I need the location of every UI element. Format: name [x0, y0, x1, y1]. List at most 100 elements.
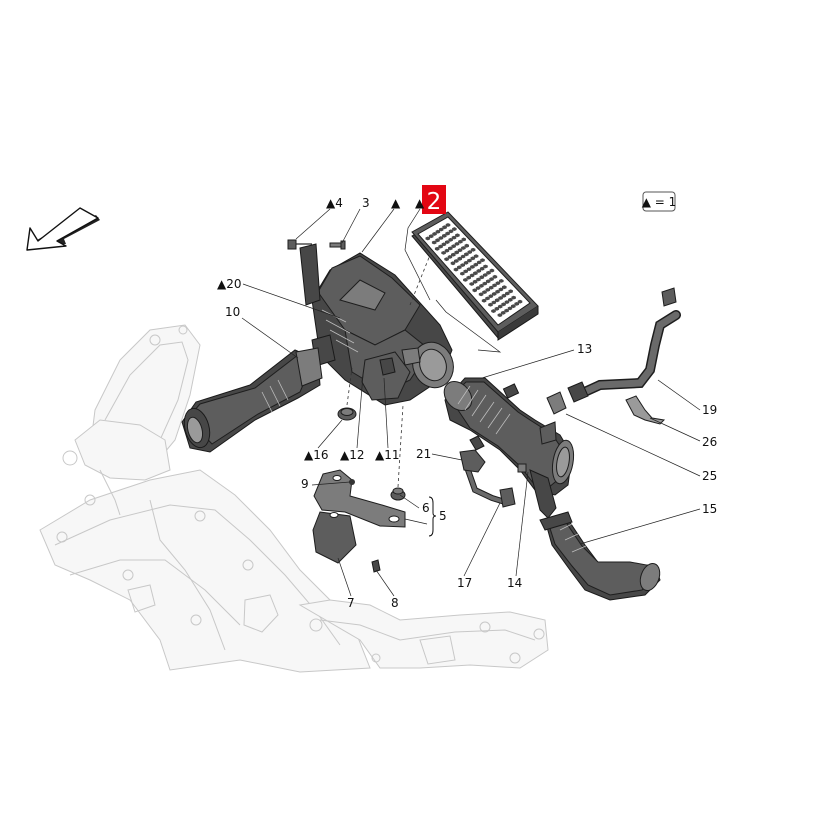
label-11: ▲11: [375, 448, 400, 462]
label-15: 15: [702, 502, 717, 516]
filter-cell: [439, 227, 444, 232]
ghost-vehicle-structure: [39, 324, 549, 673]
highlight-badge-box: [422, 185, 446, 214]
filter-cell: [460, 271, 465, 276]
filter-cell: [485, 279, 491, 284]
filter-cell: [482, 290, 487, 294]
filter-cell: [494, 306, 500, 311]
filter-cell: [432, 232, 437, 236]
filter-cell: [517, 299, 523, 304]
filter-cell: [448, 246, 453, 251]
filter-cell: [458, 239, 463, 244]
filter-cell: [498, 296, 503, 300]
filter-cell: [464, 252, 469, 257]
filter-cell: [483, 264, 488, 269]
filter-cell: [457, 248, 463, 253]
label-7: 7: [347, 596, 355, 610]
legend: ▲ = 1: [642, 191, 677, 212]
filter-cell: [508, 289, 513, 294]
filter-cell: [498, 287, 504, 292]
label-21: 21: [416, 447, 431, 461]
filter-cell: [488, 294, 494, 299]
breather-hose: [459, 435, 516, 508]
filter-cell: [442, 233, 447, 238]
label-5: 5: [439, 509, 447, 523]
label-8: 8: [391, 596, 399, 610]
filter-cell: [435, 229, 441, 234]
filter-cell: [489, 268, 495, 273]
filter-cell: [463, 260, 469, 265]
filter-cell: [501, 293, 507, 298]
filter-cell: [454, 250, 459, 255]
callout-labels: ▲4 3 ▲ ▲ ▲20 10 13 19 26 25 15 ▲16 ▲12 ▲…: [217, 196, 717, 610]
filter-cell: [448, 237, 453, 242]
lower-intake-hose: [539, 511, 661, 601]
filter-cell: [508, 297, 513, 302]
filter-cell: [504, 300, 510, 304]
air-box-housing: [299, 243, 454, 406]
filter-cell: [482, 281, 488, 286]
mounting-bracket: [312, 469, 406, 573]
filter-cell: [448, 229, 454, 234]
filter-cell: [470, 265, 475, 269]
filter-cell: [473, 271, 478, 276]
label-16: ▲16: [304, 448, 329, 462]
highlight-badge-text: 2: [427, 189, 442, 215]
filter-cell: [502, 285, 507, 290]
legend-text: ▲ = 1: [642, 195, 677, 209]
filter-cell: [478, 292, 484, 297]
filter-cell: [472, 288, 477, 293]
filter-cell: [489, 277, 494, 281]
filter-cell: [511, 295, 516, 300]
filter-cell: [476, 260, 482, 265]
filter-cell: [505, 291, 510, 296]
label-3: 3: [362, 196, 370, 210]
filter-cell: [488, 285, 494, 290]
filter-cell: [445, 231, 450, 236]
filter-cell: [460, 254, 466, 259]
filter-cell: [486, 270, 491, 275]
filter-cell: [475, 286, 481, 290]
label-25: 25: [702, 469, 717, 483]
pipe-19: [546, 287, 681, 425]
filter-cell: [461, 246, 466, 250]
filter-cell: [488, 302, 493, 307]
filter-cell: [470, 247, 476, 252]
label-10: 10: [225, 305, 240, 319]
label-13: 13: [577, 342, 592, 356]
label-20: ▲20: [217, 277, 242, 291]
grommet-16: [337, 407, 357, 421]
filter-cell: [514, 302, 519, 306]
filter-cell: [428, 234, 434, 239]
filter-cell: [469, 273, 475, 278]
filter-cell: [451, 235, 457, 240]
filter-cell: [451, 252, 456, 257]
filter-cell: [454, 259, 459, 263]
filter-cell: [431, 240, 437, 245]
filter-honeycomb: /* honeycomb drawn below */: [425, 223, 523, 317]
filter-cell: [472, 279, 478, 284]
filter-cell: [495, 289, 500, 294]
filter-cell: [466, 275, 471, 280]
filter-cell: [466, 267, 472, 272]
filter-cell: [460, 263, 465, 267]
filter-cell: [444, 248, 450, 253]
label-14: 14: [507, 576, 522, 590]
filter-cell: [491, 309, 496, 313]
filter-cell: [482, 273, 488, 277]
label-17: 17: [457, 576, 472, 590]
label-6: 6: [422, 501, 430, 515]
label-19: 19: [702, 403, 717, 417]
filter-cell: [485, 296, 490, 301]
filter-cell: [501, 302, 506, 307]
filter-cell: [425, 236, 431, 241]
filter-cell: [467, 258, 472, 263]
filter-cell: [445, 240, 450, 244]
filter-cell: [453, 267, 459, 272]
filter-cell: [464, 243, 469, 248]
filter-cell: [504, 308, 509, 313]
filter-cell: [500, 310, 506, 315]
filter-cell: [499, 279, 504, 283]
label-triangle-2: ▲: [415, 196, 425, 210]
